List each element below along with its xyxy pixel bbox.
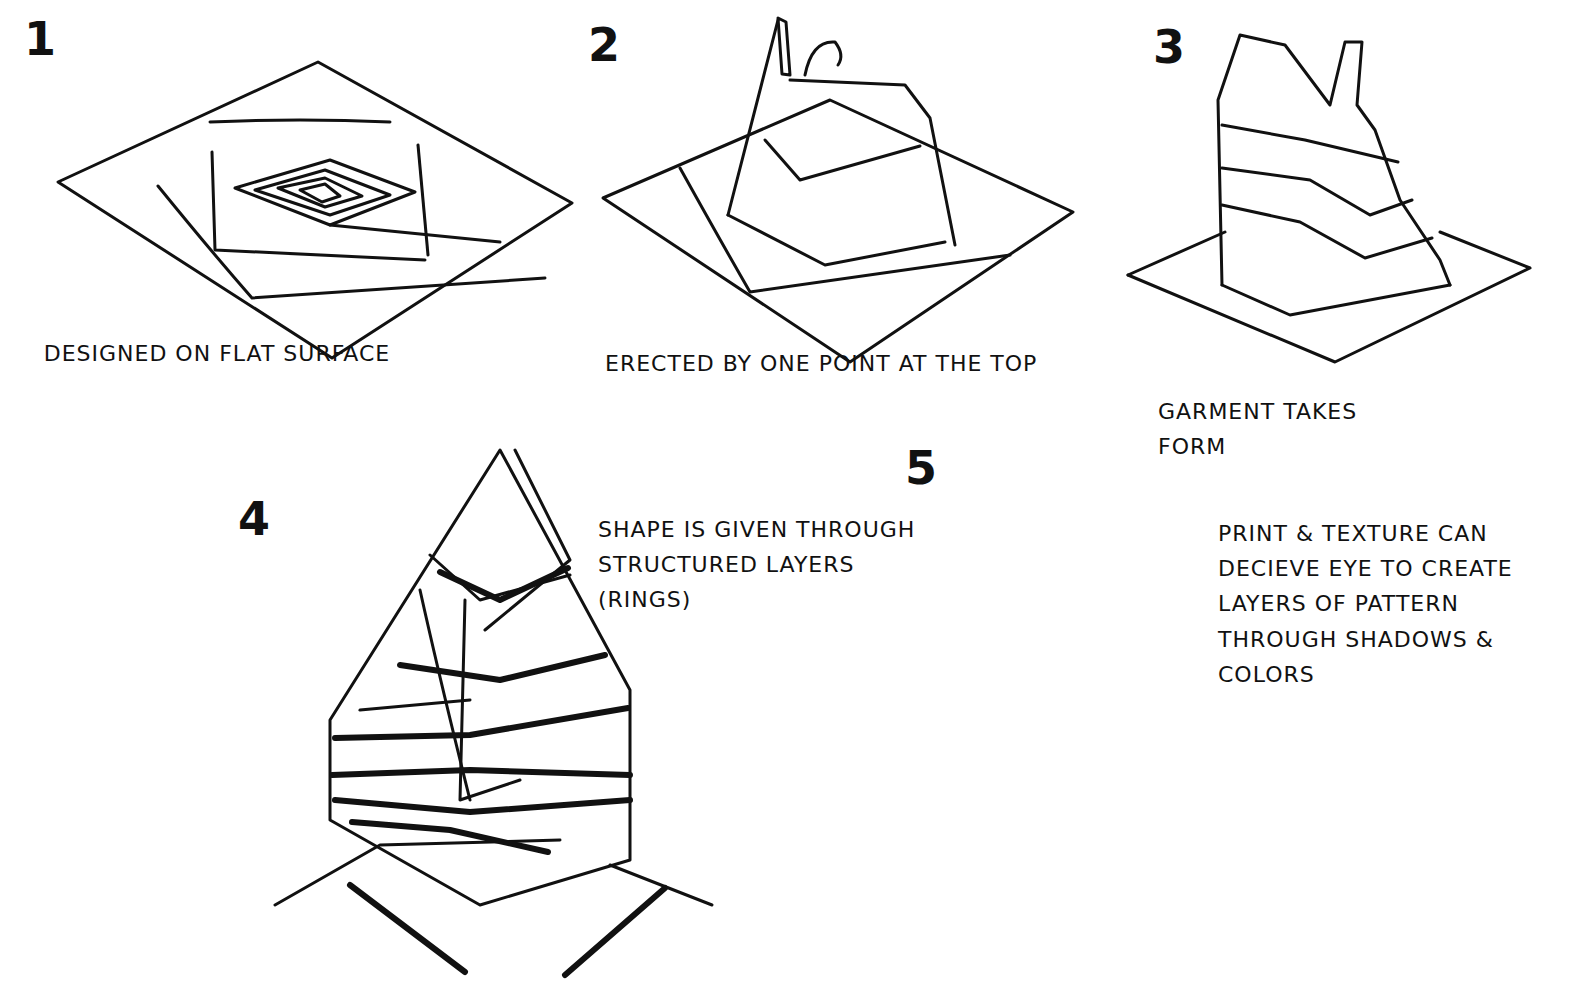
step-note: GARMENT TAKES FORM <box>1158 394 1398 464</box>
step-number: 3 <box>1153 24 1186 70</box>
erected-pattern-sketch <box>603 18 1073 362</box>
step-note: DESIGNED ON FLAT SURFACE <box>22 336 412 371</box>
step-number: 2 <box>588 22 621 68</box>
step-note: SHAPE IS GIVEN THROUGH STRUCTURED LAYERS… <box>598 512 938 618</box>
step-number: 5 <box>905 445 938 491</box>
flat-pattern-sketch <box>58 62 572 358</box>
step-number: 1 <box>24 16 57 62</box>
garment-form-sketch <box>1128 35 1530 362</box>
step-number: 4 <box>238 496 271 542</box>
step-note: ERECTED BY ONE POINT AT THE TOP <box>605 346 1075 381</box>
step-note: PRINT & TEXTURE CAN DECIEVE EYE TO CREAT… <box>1218 516 1563 692</box>
